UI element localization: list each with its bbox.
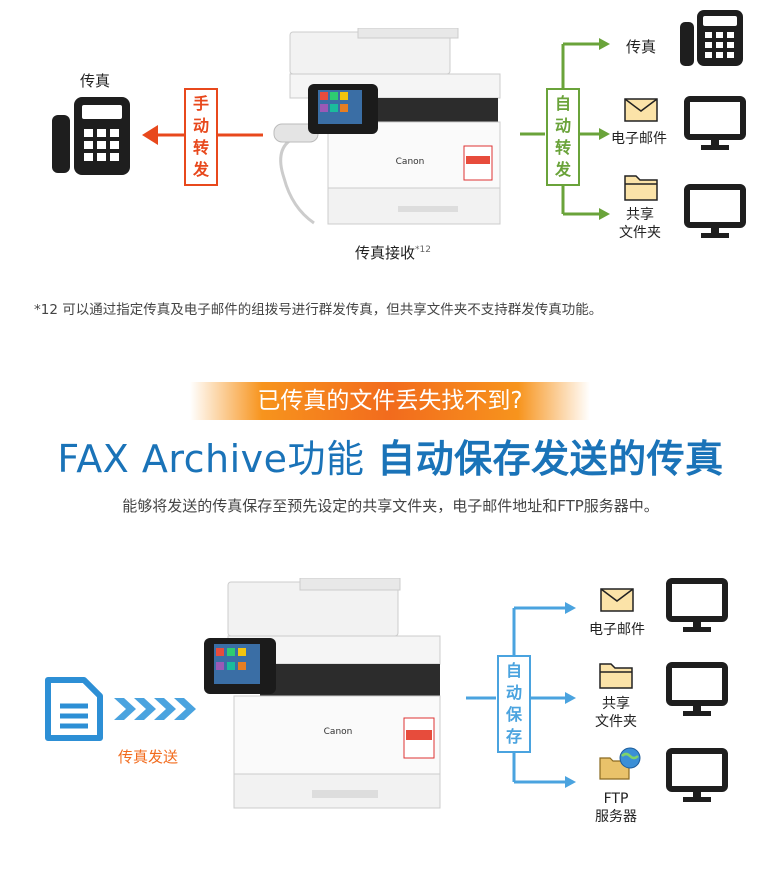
printer-image: Canon	[273, 28, 501, 225]
folder-icon	[599, 663, 633, 689]
printer-image: Canon	[204, 578, 441, 809]
auto-forward-box: 自 动 转 发	[546, 88, 580, 186]
receive-label-sup: *12	[415, 245, 431, 255]
dest-share-label-2: 文件夹	[619, 225, 661, 241]
folder-icon	[624, 175, 658, 201]
dest-share-label: 共享 文件夹	[608, 206, 672, 242]
dest-fax-label: 传真	[626, 38, 657, 56]
dest-ftp-label-line2: 服务器	[595, 809, 637, 825]
manual-forward-char: 手	[192, 94, 209, 113]
auto-save-char: 存	[505, 727, 522, 746]
monitor-icon	[666, 662, 728, 716]
printer-brand: Canon	[396, 157, 425, 167]
auto-save-box: 自 动 保 存	[497, 655, 531, 753]
dest-email-label: 电子邮件	[611, 131, 667, 147]
dest-share-label-2: 共享 文件夹	[584, 695, 648, 731]
headline-part1: FAX Archive功能	[57, 437, 378, 481]
monitor-icon	[684, 184, 746, 238]
fax-icon	[52, 97, 130, 175]
subline: 能够将发送的传真保存至预先设定的共享文件夹，电子邮件地址和FTP服务器中。	[122, 497, 659, 515]
receive-label: 传真接收*12	[355, 242, 431, 263]
auto-forward-char: 转	[554, 138, 571, 157]
auto-forward-char: 动	[554, 116, 571, 135]
receive-label-text: 传真接收	[355, 244, 416, 262]
chevron-arrows-icon	[114, 698, 196, 720]
auto-save-char: 保	[505, 705, 522, 724]
manual-forward-char: 发	[192, 160, 209, 179]
dest-ftp-label-line1: FTP	[603, 791, 629, 807]
envelope-icon	[600, 588, 634, 612]
dest-email-label-2: 电子邮件	[589, 622, 645, 638]
auto-save-char: 动	[505, 683, 522, 702]
monitor-icon	[666, 578, 728, 632]
monitor-icon	[666, 748, 728, 802]
ftp-globe-icon	[599, 747, 641, 780]
manual-forward-char: 动	[192, 116, 209, 135]
manual-forward-char: 转	[192, 138, 209, 157]
auto-forward-char: 自	[554, 94, 571, 113]
dest-share-label-1: 共享	[626, 207, 654, 223]
banner: 已传真的文件丢失找不到?	[190, 382, 590, 420]
footnote: *12 可以通过指定传真及电子邮件的组拨号进行群发传真，但共享文件夹不支持群发传…	[34, 302, 603, 318]
fax-left-label: 传真	[80, 72, 111, 90]
fax-icon	[680, 10, 743, 66]
printer-brand: Canon	[324, 727, 353, 737]
send-label: 传真发送	[118, 748, 179, 766]
envelope-icon	[624, 98, 658, 122]
manual-forward-box: 手 动 转 发	[184, 88, 218, 186]
dest-share-label-2-line1: 共享	[602, 696, 630, 712]
document-icon	[45, 677, 103, 741]
monitor-icon	[684, 96, 746, 150]
dest-share-label-2-line2: 文件夹	[595, 714, 637, 730]
dest-ftp-label: FTP 服务器	[584, 790, 648, 826]
auto-save-char: 自	[505, 661, 522, 680]
headline: FAX Archive功能 自动保存发送的传真	[0, 428, 781, 483]
auto-forward-char: 发	[554, 160, 571, 179]
headline-part2: 自动保存发送的传真	[377, 437, 724, 481]
